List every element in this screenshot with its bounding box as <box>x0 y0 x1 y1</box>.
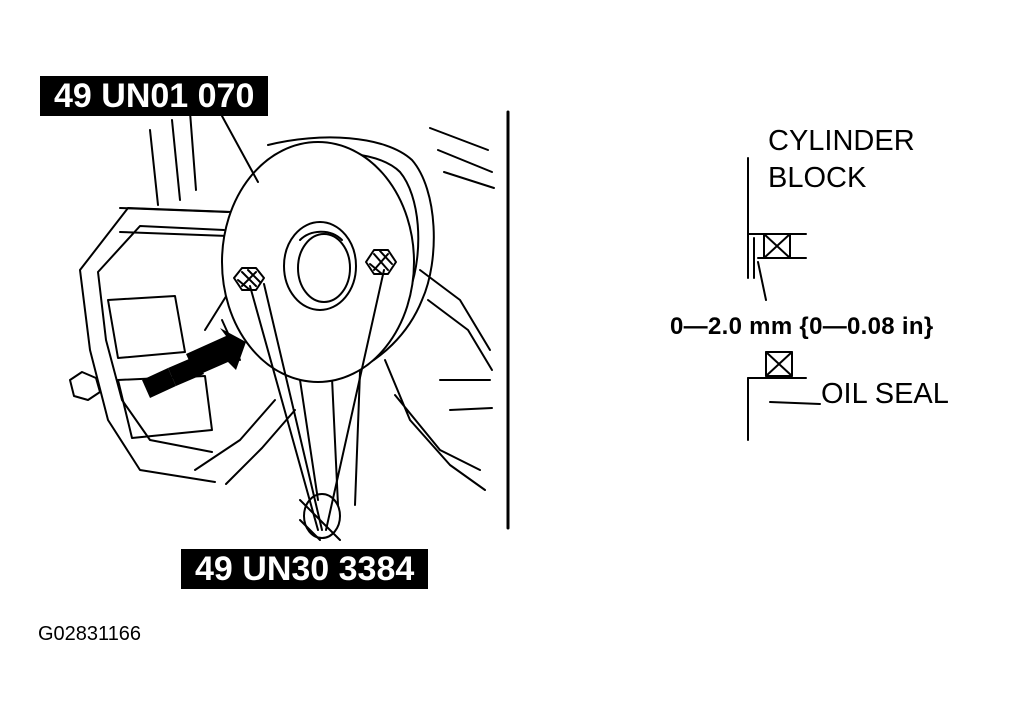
cylinder-block-label-line1: CYLINDER <box>768 125 915 157</box>
seal-bottom-icon <box>765 351 793 377</box>
clearance-spec: 0—2.0 mm {0—0.08 in} <box>670 313 934 340</box>
seal-installer-tool <box>221 136 435 383</box>
seal-cross-section <box>747 157 821 441</box>
tool-label-bottom: 49 UN30 3384 <box>181 549 429 589</box>
bolt-left-icon <box>233 267 265 291</box>
seal-top-icon <box>763 233 791 259</box>
bolt-right-icon <box>365 249 397 275</box>
triple-arrow-icon <box>142 328 246 398</box>
figure-id: G02831166 <box>38 623 142 645</box>
tool-label-top: 49 UN01 070 <box>40 76 269 116</box>
leader-lines-bottom <box>249 269 385 531</box>
leader-line-top <box>221 115 259 183</box>
engine-housing <box>69 111 495 541</box>
oil-seal-label: OIL SEAL <box>821 378 949 410</box>
cylinder-block-label-line2: BLOCK <box>768 162 867 194</box>
